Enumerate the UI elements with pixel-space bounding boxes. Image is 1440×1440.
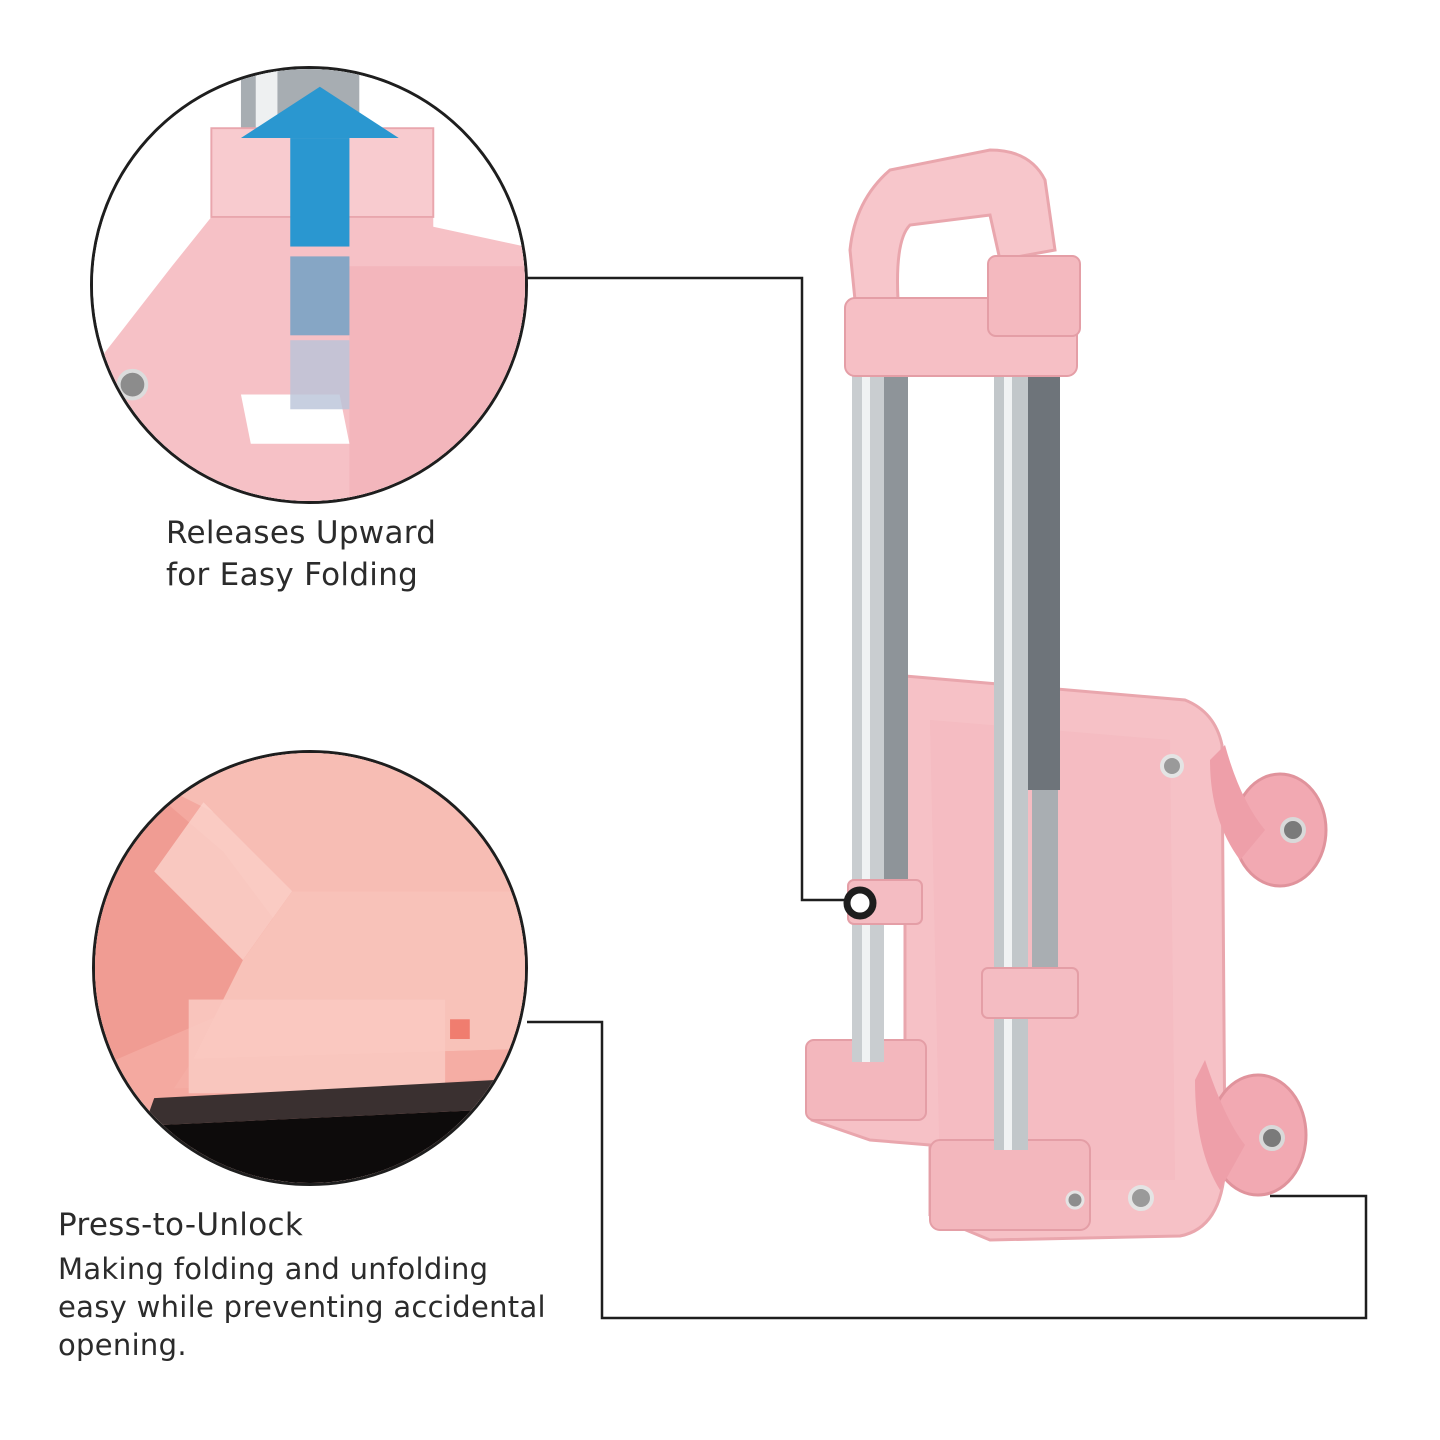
up-arrow-icon	[240, 86, 399, 247]
wheel-bottom	[1195, 1060, 1308, 1197]
detail-circle-press-unlock	[92, 750, 528, 1186]
caption-press-unlock-description: Making folding and unfolding easy while …	[58, 1250, 598, 1364]
caption-press-unlock-line-2: easy while preventing accidental	[58, 1290, 546, 1324]
leader-line-bottom	[527, 1020, 1368, 1320]
leader-line-top	[527, 276, 848, 902]
caption-release-line-2: for Easy Folding	[166, 557, 419, 593]
caption-release-line-1: Releases Upward	[166, 515, 437, 551]
caption-press-unlock-title: Press-to-Unlock	[58, 1207, 304, 1243]
caption-press-unlock-line-1: Making folding and unfolding	[58, 1252, 489, 1286]
caption-press-unlock-line-3: opening.	[58, 1328, 187, 1362]
caption-release: Releases Upward for Easy Folding	[166, 512, 436, 596]
detail-circle-release	[90, 66, 528, 504]
wheel-top	[1210, 745, 1328, 888]
handle	[848, 148, 1057, 302]
leader-dot-icon	[843, 886, 877, 920]
